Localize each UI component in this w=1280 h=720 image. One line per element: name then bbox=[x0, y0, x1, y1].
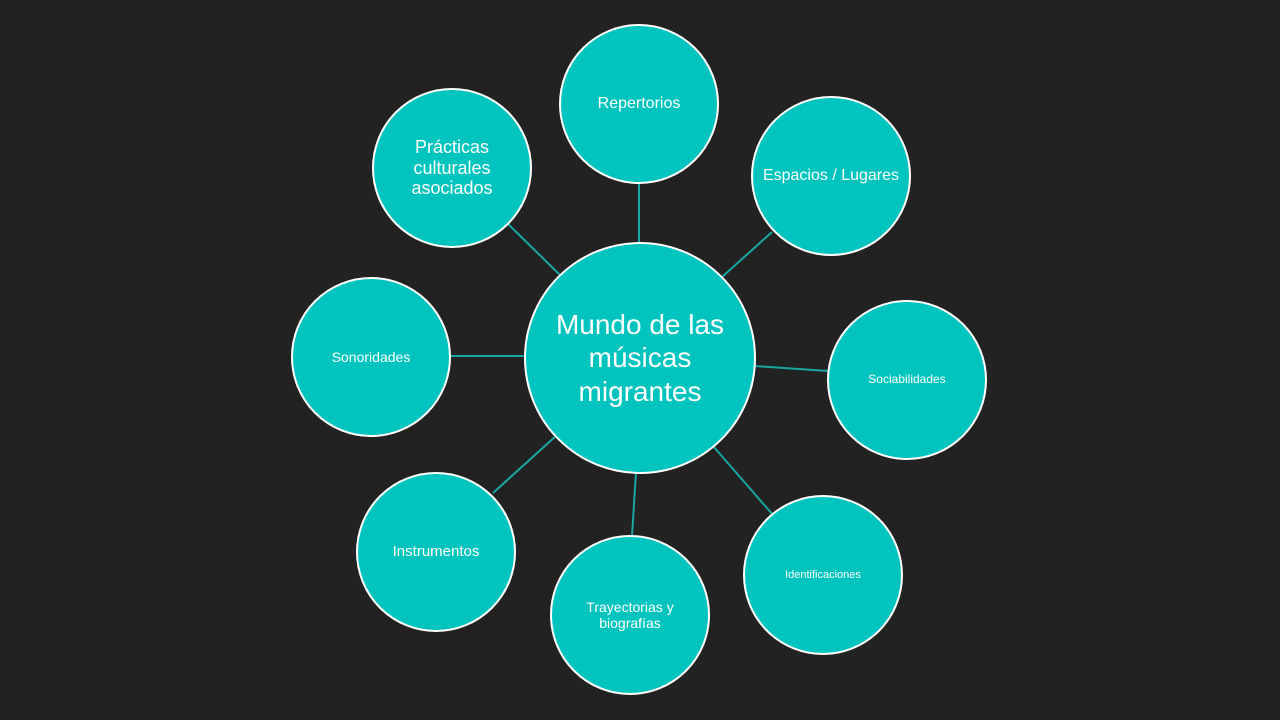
connector-practicas bbox=[505, 221, 562, 277]
node-sociabilidades-label: Sociabilidades bbox=[868, 372, 946, 387]
connector-sociabilidades bbox=[753, 365, 829, 372]
node-identificaciones: Identificaciones bbox=[743, 495, 903, 655]
node-instrumentos: Instrumentos bbox=[356, 472, 516, 632]
node-identificaciones-label: Identificaciones bbox=[785, 568, 861, 581]
node-repertorios: Repertorios bbox=[559, 24, 719, 184]
center-node-label: Mundo de las músicas migrantes bbox=[555, 309, 725, 407]
node-practicas-label: Prácticas culturales asociados bbox=[411, 136, 493, 199]
node-sociabilidades: Sociabilidades bbox=[827, 300, 987, 460]
node-espacios-label: Espacios / Lugares bbox=[762, 166, 900, 184]
node-trayectorias-biografias: Trayectorias y biografías bbox=[550, 535, 710, 695]
node-trayectorias-label: Trayectorias y biografías bbox=[586, 598, 674, 631]
node-repertorios-label: Repertorios bbox=[597, 94, 681, 112]
connector-identificaciones bbox=[712, 445, 774, 516]
node-instrumentos-label: Instrumentos bbox=[392, 543, 480, 561]
node-sonoridades-label: Sonoridades bbox=[331, 348, 411, 365]
center-node: Mundo de las músicas migrantes bbox=[524, 242, 756, 474]
node-practicas-culturales: Prácticas culturales asociados bbox=[372, 88, 532, 248]
connector-instrumentos bbox=[492, 434, 558, 494]
connector-trayectorias bbox=[631, 471, 637, 537]
node-sonoridades: Sonoridades bbox=[291, 277, 451, 437]
connector-espacios bbox=[721, 231, 773, 278]
node-espacios-lugares: Espacios / Lugares bbox=[751, 96, 911, 256]
